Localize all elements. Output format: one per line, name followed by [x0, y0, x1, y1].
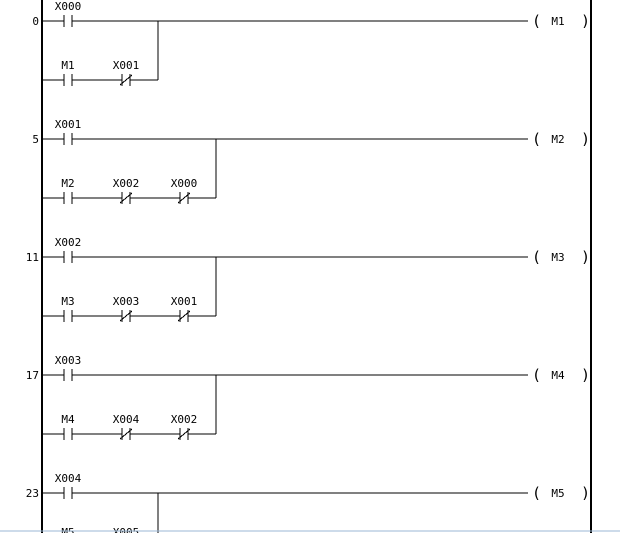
contact-label: X000: [171, 177, 198, 190]
contact-label: X001: [113, 59, 140, 72]
coil-label: M3: [551, 251, 564, 264]
branch-contact[interactable]: M2: [61, 177, 75, 204]
output-coil[interactable]: () M1: [532, 12, 590, 30]
branch-contact[interactable]: M4: [61, 413, 75, 440]
contact-nc-slash: [177, 192, 191, 204]
main-contact[interactable]: X004: [55, 472, 82, 499]
branch-contact-label: M5: [61, 526, 74, 533]
contact-label: X004: [113, 413, 140, 426]
coil-close-paren: ): [581, 248, 590, 266]
output-coil[interactable]: () M5: [532, 484, 590, 502]
contact-nc-slash: [119, 310, 133, 322]
step-number: 23: [26, 487, 39, 500]
contact-label: X001: [55, 118, 82, 131]
contact-label: X001: [171, 295, 198, 308]
coil-close-paren: ): [581, 130, 590, 148]
coil-open-paren: (: [532, 248, 541, 266]
contact-label: M4: [61, 413, 75, 426]
output-coil[interactable]: () M2: [532, 130, 590, 148]
branch-contact[interactable]: X001: [113, 59, 140, 86]
main-contact[interactable]: X000: [55, 0, 82, 27]
main-contact[interactable]: X001: [55, 118, 82, 145]
branch-contact[interactable]: M3: [61, 295, 75, 322]
contact-nc-slash: [177, 310, 191, 322]
contact-label: X002: [171, 413, 198, 426]
branch-contact[interactable]: X001: [171, 295, 198, 322]
branch-contact[interactable]: X000: [171, 177, 198, 204]
step-number: 11: [26, 251, 39, 264]
contact-label: X003: [113, 295, 140, 308]
contact-label: M3: [61, 295, 74, 308]
branch-contact[interactable]: X003: [113, 295, 140, 322]
contact-label: X004: [55, 472, 82, 485]
main-contact[interactable]: X003: [55, 354, 82, 381]
contact-label: X002: [113, 177, 140, 190]
coil-label: M5: [551, 487, 564, 500]
contact-label: X003: [55, 354, 82, 367]
coil-open-paren: (: [532, 366, 541, 384]
step-number: 17: [26, 369, 39, 382]
contact-nc-slash: [119, 428, 133, 440]
contact-label: X000: [55, 0, 82, 13]
coil-close-paren: ): [581, 484, 590, 502]
contact-label: M1: [61, 59, 74, 72]
output-coil[interactable]: () M4: [532, 366, 590, 384]
branch-contact[interactable]: X004: [113, 413, 140, 440]
coil-label: M4: [551, 369, 565, 382]
coil-close-paren: ): [581, 366, 590, 384]
main-contact[interactable]: X002: [55, 236, 82, 263]
coil-open-paren: (: [532, 484, 541, 502]
contact-label: M2: [61, 177, 74, 190]
coil-open-paren: (: [532, 12, 541, 30]
coil-label: M2: [551, 133, 564, 146]
contact-nc-slash: [119, 74, 133, 86]
branch-contact[interactable]: X002: [171, 413, 198, 440]
branch-contact[interactable]: X002: [113, 177, 140, 204]
coil-open-paren: (: [532, 130, 541, 148]
contact-label: X002: [55, 236, 82, 249]
step-number: 0: [32, 15, 39, 28]
contact-nc-slash: [119, 192, 133, 204]
output-coil[interactable]: () M3: [532, 248, 590, 266]
contact-nc-slash: [177, 428, 191, 440]
coil-close-paren: ): [581, 12, 590, 30]
step-number: 5: [32, 133, 39, 146]
branch-contact[interactable]: M1: [61, 59, 75, 86]
coil-label: M1: [551, 15, 564, 28]
branch-contact-label: X005: [113, 526, 140, 533]
